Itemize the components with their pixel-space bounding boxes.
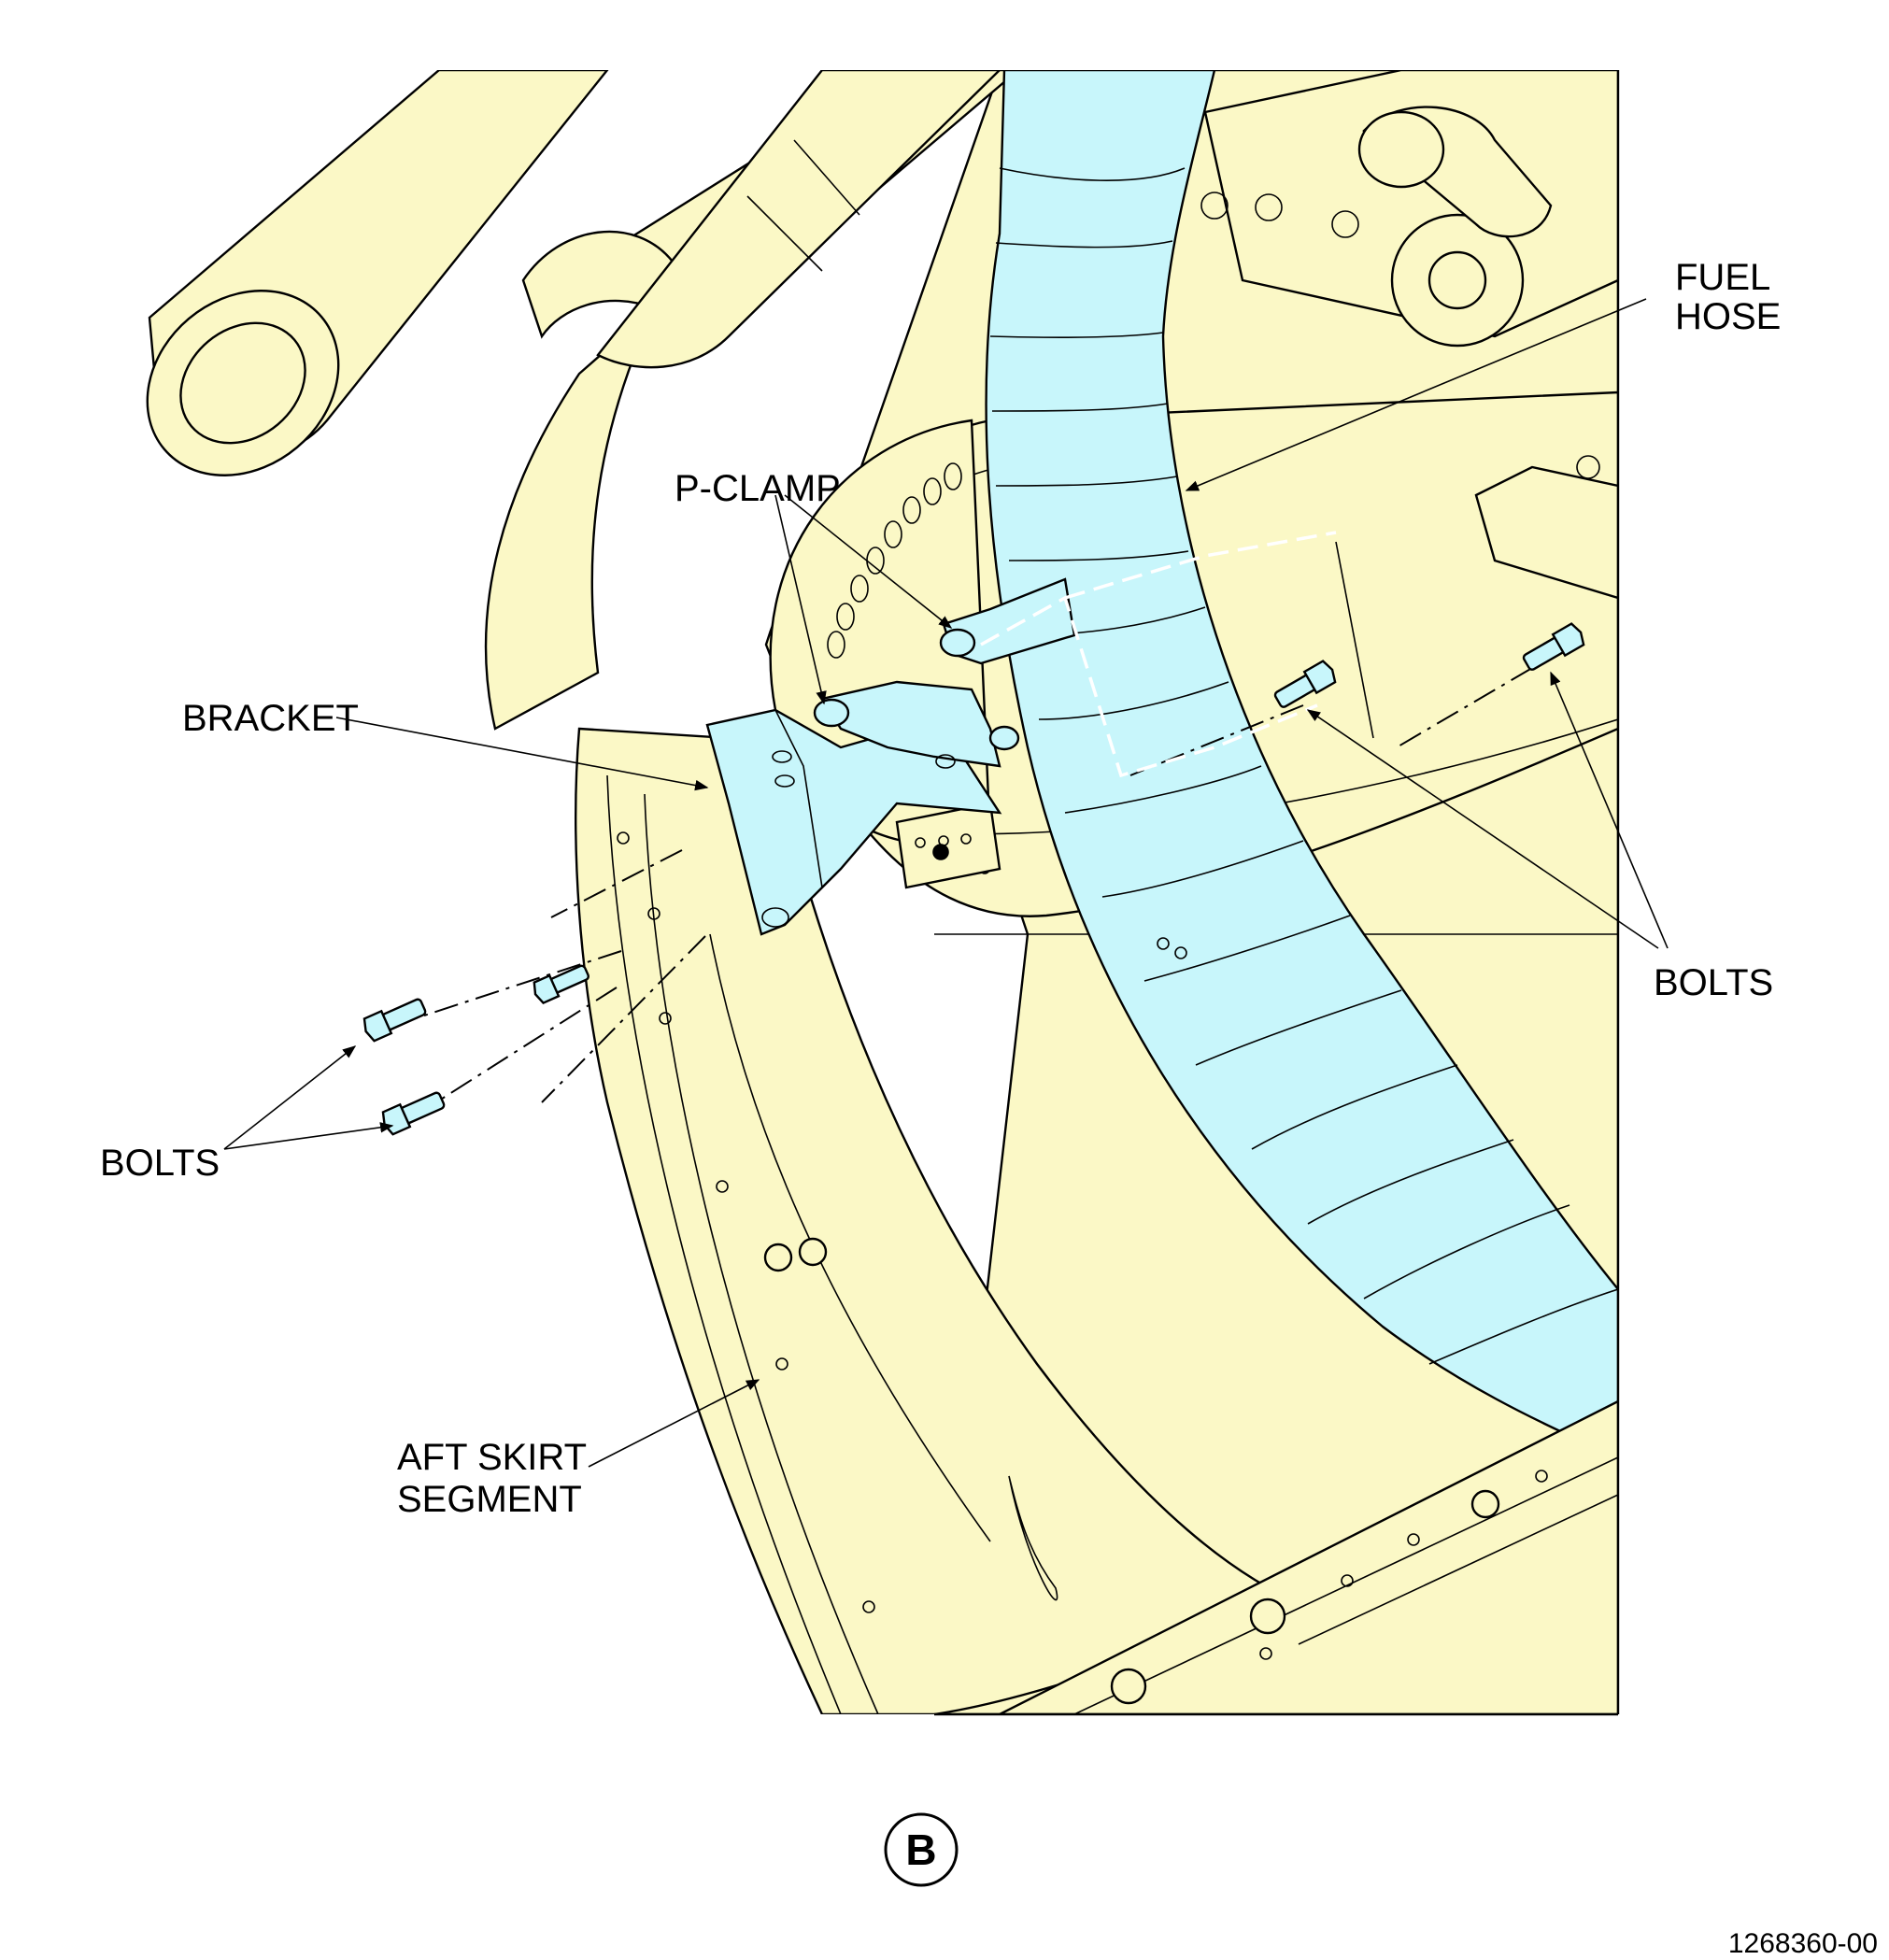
bolts-right	[1273, 622, 1585, 708]
upper-right-machinery	[1200, 70, 1618, 600]
fuel-hose-bands	[989, 167, 1618, 1365]
label-aft-skirt-line1: AFT SKIRT	[397, 1437, 587, 1478]
label-aft-skirt-line2: SEGMENT	[397, 1479, 582, 1520]
leader-lines	[223, 298, 1669, 1468]
bracket	[705, 708, 1002, 936]
label-bolts-left: BOLTS	[100, 1143, 220, 1184]
label-bolts-right: BOLTS	[1654, 962, 1773, 1003]
view-label-circle	[884, 1812, 959, 1887]
view-label: B	[905, 1825, 936, 1874]
drawing-area	[146, 70, 1618, 1714]
upper-pipes	[146, 70, 1020, 731]
label-bracket: BRACKET	[182, 698, 359, 739]
disk-holes	[827, 462, 962, 659]
label-fuel-hose-line2: HOSE	[1675, 296, 1781, 337]
label-fuel-hose-line1: FUEL	[1675, 257, 1770, 298]
p-clamps	[813, 577, 1076, 769]
install-lines	[415, 531, 1533, 1103]
skirt-fasteners	[763, 1237, 1500, 1705]
figure-id: 1268360-00	[1728, 1928, 1878, 1959]
label-p-clamp: P-CLAMP	[675, 468, 841, 509]
bolts-left	[362, 964, 590, 1136]
lower-ring-band	[999, 1399, 1618, 1714]
skirt-slot	[1008, 1475, 1058, 1601]
